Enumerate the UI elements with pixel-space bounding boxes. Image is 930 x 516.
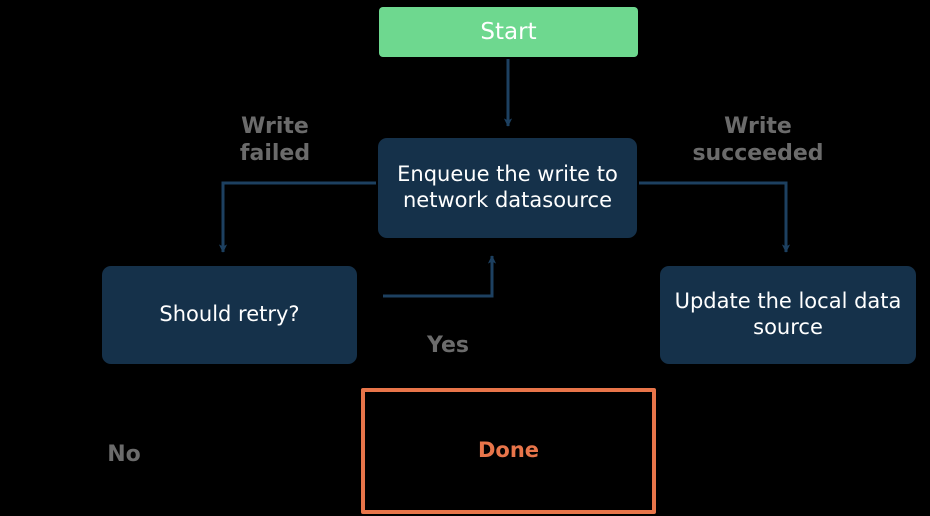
edge-label-no: No [107,442,141,467]
node-should-retry[interactable]: Should retry? [102,266,357,364]
node-done-label: Done [477,438,540,463]
connector-enqueue-to-update [639,181,791,253]
edge-label-yes: Yes [427,333,469,358]
node-start[interactable]: Start [379,7,638,57]
node-update-local-datasource[interactable]: Update the local data source [660,266,916,364]
node-should-retry-label: Should retry? [159,302,300,327]
node-enqueue-write[interactable]: Enqueue the write to network datasource [378,138,637,238]
node-update-local-datasource-label: Update the local data source [674,289,902,339]
edge-label-write-succeeded: Write succeeded [692,114,824,166]
node-enqueue-write-label: Enqueue the write to network datasource [397,162,618,212]
connector-retry-yes-to-enqueue [383,255,497,298]
node-done[interactable]: Done [361,388,656,514]
edge-label-write-failed: Write failed [239,114,311,166]
node-start-label: Start [480,18,537,45]
connector-enqueue-to-retry [218,181,376,253]
